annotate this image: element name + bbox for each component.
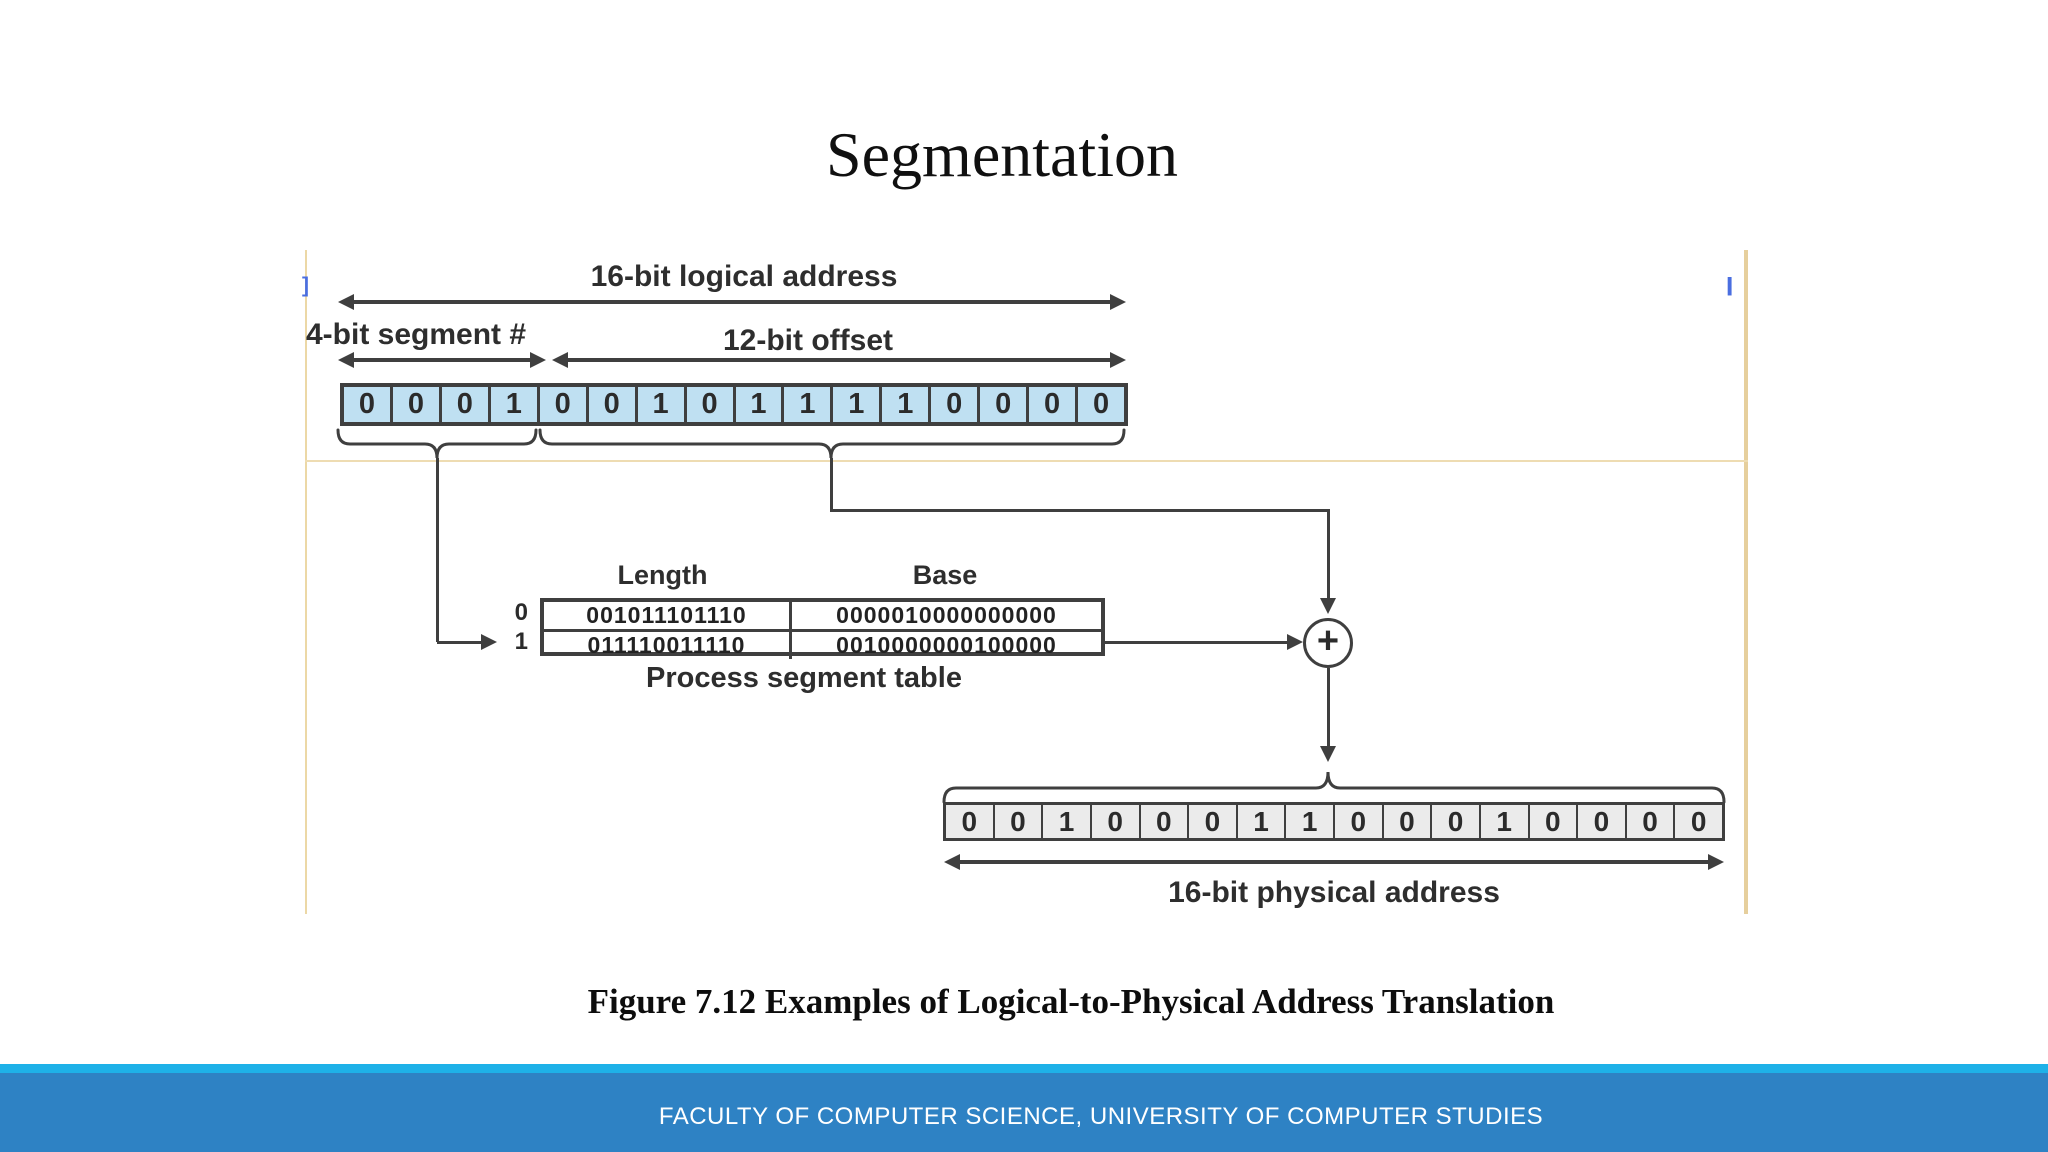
physical-address-bit-row: 0 0 1 0 0 0 1 1 0 0 0 1 0 0 0 0 [943, 802, 1725, 841]
logical-bit-cell: 1 [879, 387, 929, 422]
logical-bit-cell: 0 [344, 387, 390, 422]
logical-bit-cell: 0 [1075, 387, 1124, 422]
footer-text: FACULTY OF COMPUTER SCIENCE, UNIVERSITY … [658, 1103, 1544, 1130]
slide-title: Segmentation [826, 119, 1178, 190]
arrowhead-right-icon [481, 634, 497, 650]
physical-bit-cell: 0 [1430, 805, 1479, 838]
physical-bit-cell: 1 [1235, 805, 1285, 838]
logical-bit-cell: 1 [732, 387, 782, 422]
footer-bar: FACULTY OF COMPUTER SCIENCE, UNIVERSITY … [0, 1073, 2048, 1152]
arrowhead-left-icon [552, 352, 568, 368]
process-segment-table: 001011101110 0000010000000000 0111100111… [540, 598, 1105, 659]
physical-bit-cell: 0 [992, 805, 1042, 838]
logical-bit-cell: 1 [487, 387, 537, 422]
logical-bit-cell: 0 [928, 387, 978, 422]
physical-bit-cell: 0 [1673, 805, 1722, 838]
scan-guide-line-left [305, 250, 307, 914]
arrowhead-right-icon [1708, 854, 1724, 870]
text-cursor-artifact-left: ] [302, 274, 309, 297]
segment-underbrace [336, 428, 538, 459]
scan-guide-line-horizontal [305, 460, 1748, 462]
logical-address-label: 16-bit logical address [590, 260, 898, 293]
logical-bit-cell: 0 [977, 387, 1027, 422]
logical-bit-cell: 0 [1026, 387, 1076, 422]
physical-bit-cell: 0 [946, 805, 993, 838]
arrowhead-left-icon [338, 294, 354, 310]
physical-bit-cell: 0 [1089, 805, 1139, 838]
physical-bit-cell: 0 [1138, 805, 1188, 838]
logical-bit-cell: 1 [634, 387, 684, 422]
table-row-index-1: 1 [514, 628, 528, 655]
physical-overbrace [942, 771, 1726, 804]
segment-number-label: 4-bit segment # [306, 318, 527, 351]
offset-connector-hline [829, 508, 1330, 512]
offset-connector-vline2 [1326, 508, 1330, 600]
physical-bit-cell: 0 [1187, 805, 1236, 838]
table-cell-length-0: 001011101110 [586, 602, 747, 628]
table-header-length: Length [617, 560, 708, 590]
table-row-index-0: 0 [514, 599, 528, 626]
physical-bit-cell: 0 [1333, 805, 1382, 838]
physical-bit-cell: 0 [1624, 805, 1674, 838]
logical-bit-cell: 1 [781, 387, 831, 422]
scan-guide-line-right [1744, 250, 1748, 914]
physical-address-label: 16-bit physical address [1168, 876, 1500, 909]
logical-address-bit-row: 0 0 0 1 0 0 1 0 1 1 1 1 0 0 0 0 [340, 383, 1128, 426]
table-header-base: Base [912, 560, 978, 590]
footer-accent-bar [0, 1064, 2048, 1073]
text-cursor-artifact-right: | [1725, 275, 1734, 296]
logical-bit-cell: 1 [830, 387, 880, 422]
physical-bit-cell: 1 [1478, 805, 1528, 838]
arrowhead-down-icon [1320, 746, 1336, 762]
arrowhead-down-icon [1320, 598, 1336, 614]
arrowhead-right-icon [530, 352, 546, 368]
physical-bit-cell: 1 [1284, 805, 1333, 838]
logical-address-span-line [354, 300, 1110, 304]
physical-address-span-line [960, 860, 1708, 864]
logical-bit-cell: 0 [438, 387, 488, 422]
arrowhead-right-icon [1287, 634, 1303, 650]
adder-plus-icon: + [1303, 618, 1353, 668]
table-cell-length-1: 011110011110 [544, 629, 789, 659]
physical-bit-cell: 0 [1381, 805, 1431, 838]
table-cell-base-0: 0000010000000000 [789, 602, 1101, 629]
logical-bit-cell: 0 [536, 387, 586, 422]
physical-bit-cell: 0 [1527, 805, 1577, 838]
physical-bit-cell: 1 [1041, 805, 1090, 838]
segment-connector-hline [437, 640, 481, 644]
offset-connector-vline1 [829, 458, 833, 511]
arrowhead-left-icon [338, 352, 354, 368]
arrowhead-right-icon [1110, 294, 1126, 310]
logical-bit-cell: 0 [389, 387, 439, 422]
logical-bit-cell: 0 [683, 387, 733, 422]
table-cell-base-1: 0010000000100000 [789, 629, 1101, 659]
offset-underbrace [538, 428, 1126, 459]
offset-label: 12-bit offset [722, 324, 893, 357]
arrowhead-left-icon [944, 854, 960, 870]
arrowhead-right-icon [1110, 352, 1126, 368]
base-to-adder-line [1105, 640, 1287, 644]
offset-span-line [568, 358, 1110, 362]
logical-bit-cell: 0 [585, 387, 635, 422]
figure-caption: Figure 7.12 Examples of Logical-to-Physi… [587, 982, 1555, 1021]
segment-table-caption: Process segment table [646, 662, 962, 694]
segment-span-line [354, 358, 530, 362]
segment-connector-vline [435, 458, 439, 642]
adder-to-physical-vline [1326, 668, 1330, 746]
physical-bit-cell: 0 [1576, 805, 1625, 838]
